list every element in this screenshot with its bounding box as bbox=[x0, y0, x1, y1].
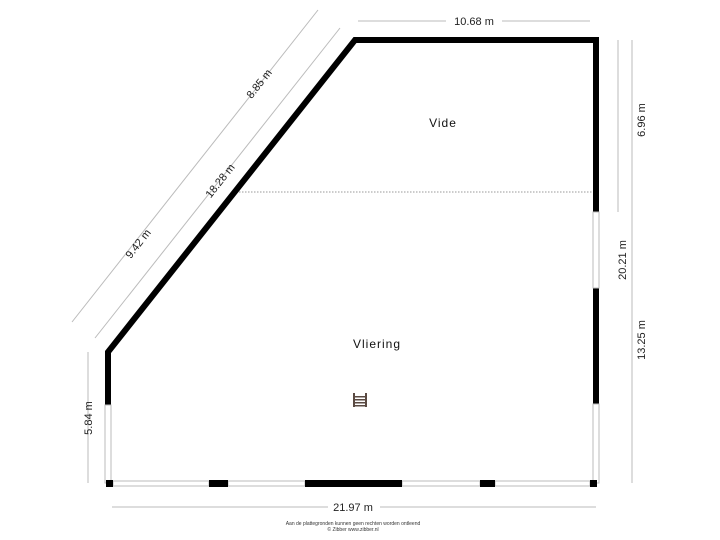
footer-credit: © Zibber www.zibber.nl bbox=[327, 526, 378, 533]
outer-wall bbox=[105, 37, 599, 405]
dim-right-lower: 13.25 m bbox=[636, 320, 648, 360]
window bbox=[227, 480, 306, 487]
room-label-vliering: Vliering bbox=[353, 337, 401, 351]
dim-right-total: 20.21 m bbox=[617, 240, 629, 280]
room-label-vide: Vide bbox=[429, 116, 457, 130]
dim-diag-outer-lower: 9.42 m bbox=[124, 227, 154, 261]
dim-bottom: 21.97 m bbox=[333, 502, 373, 514]
stair-icon bbox=[353, 393, 367, 407]
bottom-wall bbox=[106, 480, 597, 487]
dim-right-upper: 6.96 m bbox=[636, 103, 648, 137]
footer-disclaimer: Aan de plattegronden kunnen geen rechten… bbox=[286, 521, 421, 527]
dim-top: 10.68 m bbox=[454, 16, 494, 28]
window bbox=[592, 403, 600, 484]
window bbox=[112, 480, 210, 487]
dimension-lines bbox=[71, 9, 633, 508]
dim-diag-outer-upper: 8.85 m bbox=[245, 67, 275, 101]
window bbox=[592, 211, 600, 289]
window bbox=[104, 404, 112, 484]
dim-left: 5.84 m bbox=[83, 401, 95, 435]
window bbox=[494, 480, 591, 487]
window bbox=[401, 480, 481, 487]
